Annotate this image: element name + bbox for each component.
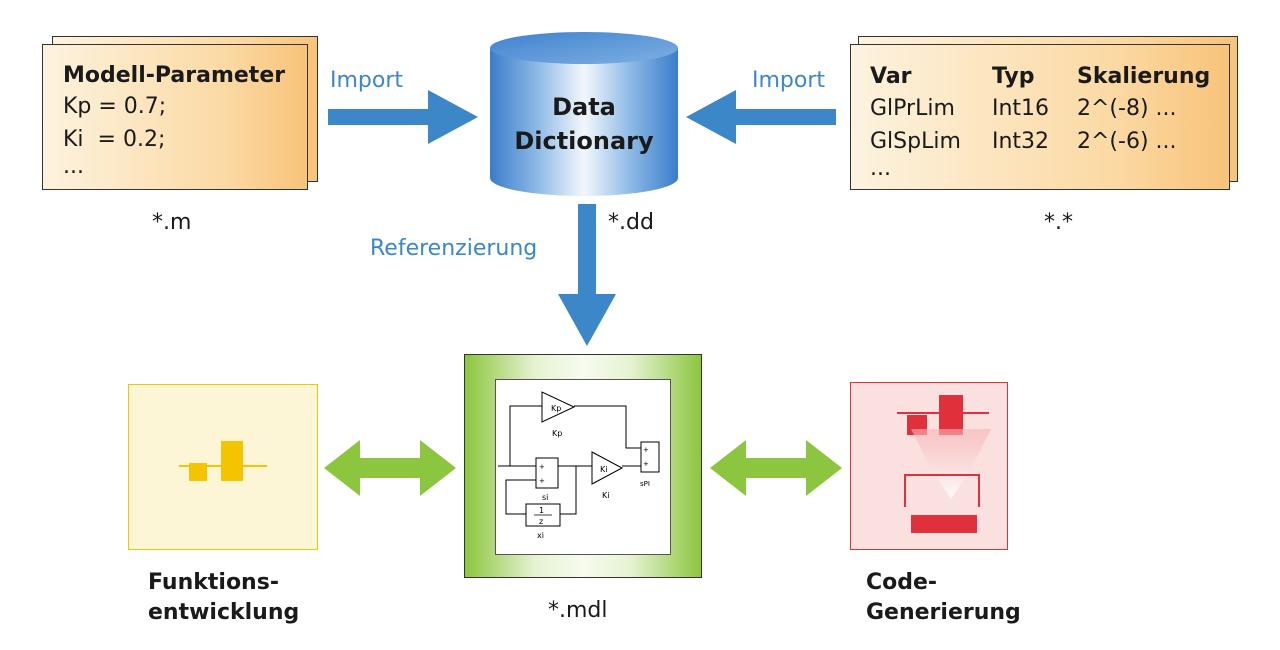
doc-front-sheet — [42, 44, 308, 190]
import-left-label: Import — [330, 68, 404, 93]
funktionsentwicklung-box — [128, 384, 318, 550]
import-right-label: Import — [752, 68, 826, 93]
xi-den: z — [539, 517, 543, 526]
var-row1-typ: Int16 — [992, 96, 1050, 121]
model-params-caption: *.m — [152, 210, 192, 235]
code-generation-icon — [897, 395, 991, 533]
funktions-line2: entwicklung — [148, 600, 300, 625]
data-dictionary-cylinder-icon — [490, 32, 678, 196]
left-bidirectional-arrow-icon — [324, 440, 456, 496]
spi-block-label: sPI — [640, 480, 650, 488]
right-bidirectional-arrow-icon — [710, 440, 842, 496]
var-header-typ: Typ — [992, 64, 1035, 89]
funktions-caption: Funktions- entwicklung — [148, 568, 299, 628]
simulink-canvas: Kp Kp + + si Ki Ki + + sPI 1 z xi — [495, 379, 671, 555]
codegen-caption: Code- Generierung — [866, 568, 1021, 628]
model-caption: *.mdl — [548, 598, 608, 623]
spi-plus-1: + — [643, 446, 649, 454]
si-block-label: si — [542, 493, 548, 502]
data-dictionary-line1: Data — [552, 93, 616, 121]
model-params-line3: ... — [63, 154, 84, 179]
data-dictionary-line2: Dictionary — [514, 127, 654, 155]
function-blocks-icon — [179, 441, 267, 481]
model-params-title: Modell-Parameter — [63, 63, 286, 88]
var-row2-skalierung: 2^(-6) ... — [1077, 129, 1177, 154]
data-dictionary-label: Data Dictionary — [488, 90, 680, 158]
data-dictionary-caption: *.dd — [608, 210, 654, 235]
var-row2-typ: Int32 — [992, 129, 1050, 154]
var-header-var: Var — [870, 64, 912, 89]
simulink-diagram: Kp Kp + + si Ki Ki + + sPI 1 z xi — [498, 391, 660, 540]
var-doc-front-sheet — [850, 44, 1230, 190]
codegen-line2: Generierung — [866, 600, 1021, 625]
xi-block-label: xi — [537, 531, 544, 540]
var-row1-skalierung: 2^(-8) ... — [1077, 96, 1177, 121]
var-row2-var: GlSpLim — [870, 129, 961, 154]
var-row1-var: GlPrLim — [870, 96, 955, 121]
referenzierung-arrow-icon — [558, 204, 616, 346]
var-header-skalierung: Skalierung — [1077, 64, 1211, 89]
xi-num: 1 — [539, 506, 544, 515]
codegenerierung-box — [850, 382, 1008, 550]
funktions-line1: Funktions- — [148, 570, 279, 595]
model-params-line2: Ki = 0.2; — [63, 127, 166, 152]
si-plus-2: + — [539, 477, 545, 485]
referenzierung-label: Referenzierung — [370, 236, 538, 261]
codegen-line1: Code- — [866, 570, 938, 595]
ki-block-text: Ki — [600, 465, 607, 474]
import-left-arrow-icon — [328, 90, 478, 144]
model-params-line1: Kp = 0.7; — [63, 94, 167, 119]
var-table-more: ... — [870, 156, 891, 181]
import-right-arrow-icon — [686, 90, 836, 144]
var-table-caption: *.* — [1044, 210, 1073, 235]
ki-block-label: Ki — [602, 491, 609, 500]
kp-block-label: Kp — [552, 429, 562, 438]
si-plus-1: + — [539, 463, 545, 471]
spi-plus-2: + — [643, 460, 649, 468]
kp-block-text: Kp — [551, 404, 561, 413]
simulink-model-box: Kp Kp + + si Ki Ki + + sPI 1 z xi — [464, 354, 702, 578]
